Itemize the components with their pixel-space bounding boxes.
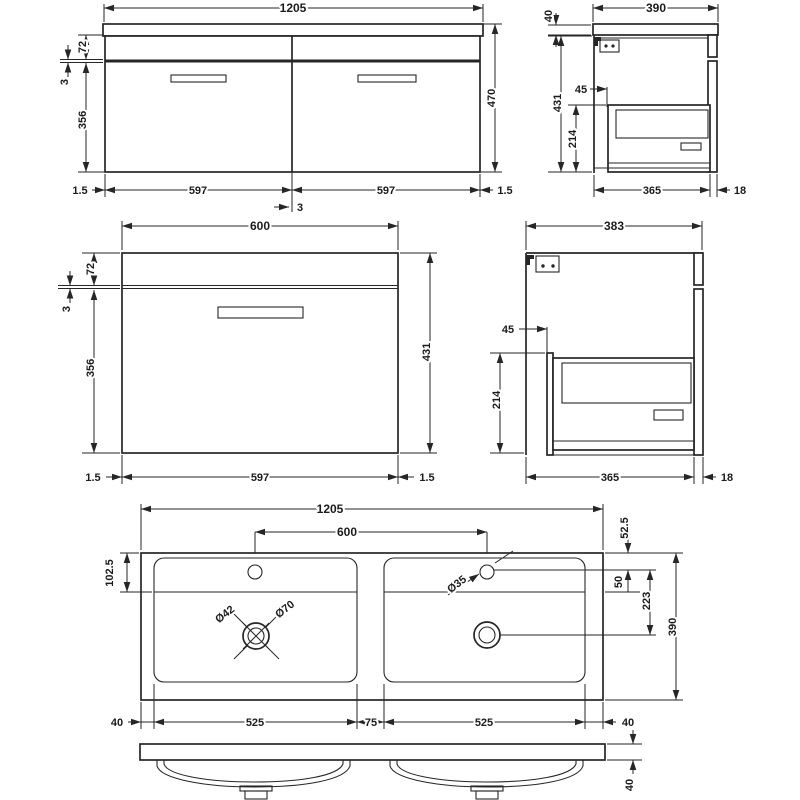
view-side-single: 383 45 214 365 18 (489, 217, 735, 486)
dim-drawer-h: 356 (77, 111, 89, 129)
dim-box-h: 214 (567, 129, 579, 148)
dim-rail: 72 (77, 41, 89, 53)
drawer-handle-profile (653, 409, 684, 421)
bracket-screw-hole (604, 44, 608, 48)
view-side-double: 390 40 431 45 214 365 (541, 0, 748, 199)
view-basin-plan: 1205 600 Ø42 Ø70 Ø35 102.5 (102, 500, 683, 731)
bracket-screw-hole (611, 44, 615, 48)
wall-bracket (535, 255, 560, 273)
dim-bowl-gap: 75 (365, 717, 377, 729)
dim-width: 1205 (317, 502, 344, 516)
wall-bracket (599, 39, 620, 53)
waste-right-inner (478, 626, 496, 644)
dim-front-t: 18 (721, 472, 733, 484)
bowl-left (153, 557, 358, 683)
dim-depth: 390 (667, 618, 679, 636)
leader-tap (494, 550, 514, 564)
dim-edge-l: 1.5 (85, 472, 100, 484)
drawer-handle-profile (680, 142, 702, 151)
tap-hole-left (247, 564, 263, 580)
dim-offset: 45 (502, 324, 514, 336)
dim-depth: 383 (604, 219, 624, 233)
drawer-handle-left (170, 74, 227, 83)
dim-overall-width: 600 (250, 219, 270, 233)
drawer-box (552, 357, 695, 451)
dim-tap-centres: 600 (337, 525, 357, 539)
tap-hole-right (479, 564, 495, 580)
waste-body-right (475, 790, 499, 800)
waste-right-outer (473, 621, 501, 649)
drawer-side-panel (615, 109, 709, 139)
basin-slab (139, 743, 606, 761)
bowl-right-outer (389, 760, 584, 788)
bowl-right (383, 557, 586, 683)
dim-drawer-w-l: 597 (189, 185, 207, 197)
drawer-back-panel (546, 352, 554, 456)
dim-margin-r: 40 (622, 717, 634, 729)
waste-left-inner (247, 627, 265, 645)
dim-drawer-w: 597 (251, 472, 269, 484)
view-basin-elevation: 40 (139, 730, 642, 800)
dim-height: 431 (552, 94, 564, 112)
dim-rail: 72 (85, 263, 97, 275)
bracket-screw-hole (541, 264, 545, 268)
dim-body-d: 365 (601, 472, 619, 484)
dim-tap-top: 52.5 (619, 517, 631, 538)
dim-tap-ledge: 50 (613, 576, 625, 588)
dim-worktop-thickness: 40 (543, 10, 555, 22)
dim-depth: 390 (646, 1, 666, 15)
cabinet-body (121, 252, 399, 454)
dim-thickness: 40 (624, 779, 636, 791)
dim-box-h: 214 (491, 390, 503, 409)
bracket-screw-hole (551, 264, 555, 268)
worktop (102, 23, 484, 37)
dim-gap: 3 (61, 306, 73, 312)
dim-overall-width: 1205 (280, 1, 307, 15)
dim-height: 431 (421, 343, 433, 361)
dim-margin-l: 40 (111, 717, 123, 729)
basin-outline (140, 552, 604, 701)
bowl-left-inner (163, 760, 344, 783)
view-front-single: 600 72 3 356 431 1.5 597 1.5 (58, 217, 437, 486)
dim-edge-r: 1.5 (419, 472, 434, 484)
worktop-profile (592, 23, 719, 36)
dim-body-d: 365 (643, 185, 661, 197)
dim-front-t: 18 (734, 185, 746, 197)
waste-body-left (244, 790, 268, 800)
drawer-handle (217, 306, 304, 319)
dim-ledge: 102.5 (104, 559, 116, 587)
leader-tap (447, 573, 480, 596)
dim-drawer-h: 356 (85, 359, 97, 377)
waste-cross-line (242, 622, 270, 650)
wall-hook (594, 37, 601, 46)
dim-edge-l: 1.5 (72, 185, 87, 197)
dim-tap-waste: 223 (641, 592, 653, 610)
dim-bowl-l: 525 (246, 717, 264, 729)
bowl-left-outer (156, 760, 351, 788)
drawer-front-edge (693, 288, 704, 456)
front-rail-edge (707, 34, 718, 58)
dim-overall-h: 470 (486, 89, 498, 107)
front-rail-edge (693, 252, 704, 286)
bowl-right-inner (396, 760, 577, 783)
drawer-side-panel (561, 362, 692, 404)
drawer-handle-right (357, 74, 417, 83)
dim-centre-gap: 3 (297, 202, 303, 214)
wall-hook (526, 255, 534, 265)
dim-offset: 45 (575, 84, 587, 96)
dim-drawer-w-r: 597 (377, 185, 395, 197)
dim-edge-r: 1.5 (497, 185, 512, 197)
dim-bowl-r: 525 (475, 717, 493, 729)
dim-gap: 3 (59, 79, 71, 85)
view-front-double: 1205 72 3 356 470 1.5 597 597 1.5 3 (57, 0, 515, 216)
